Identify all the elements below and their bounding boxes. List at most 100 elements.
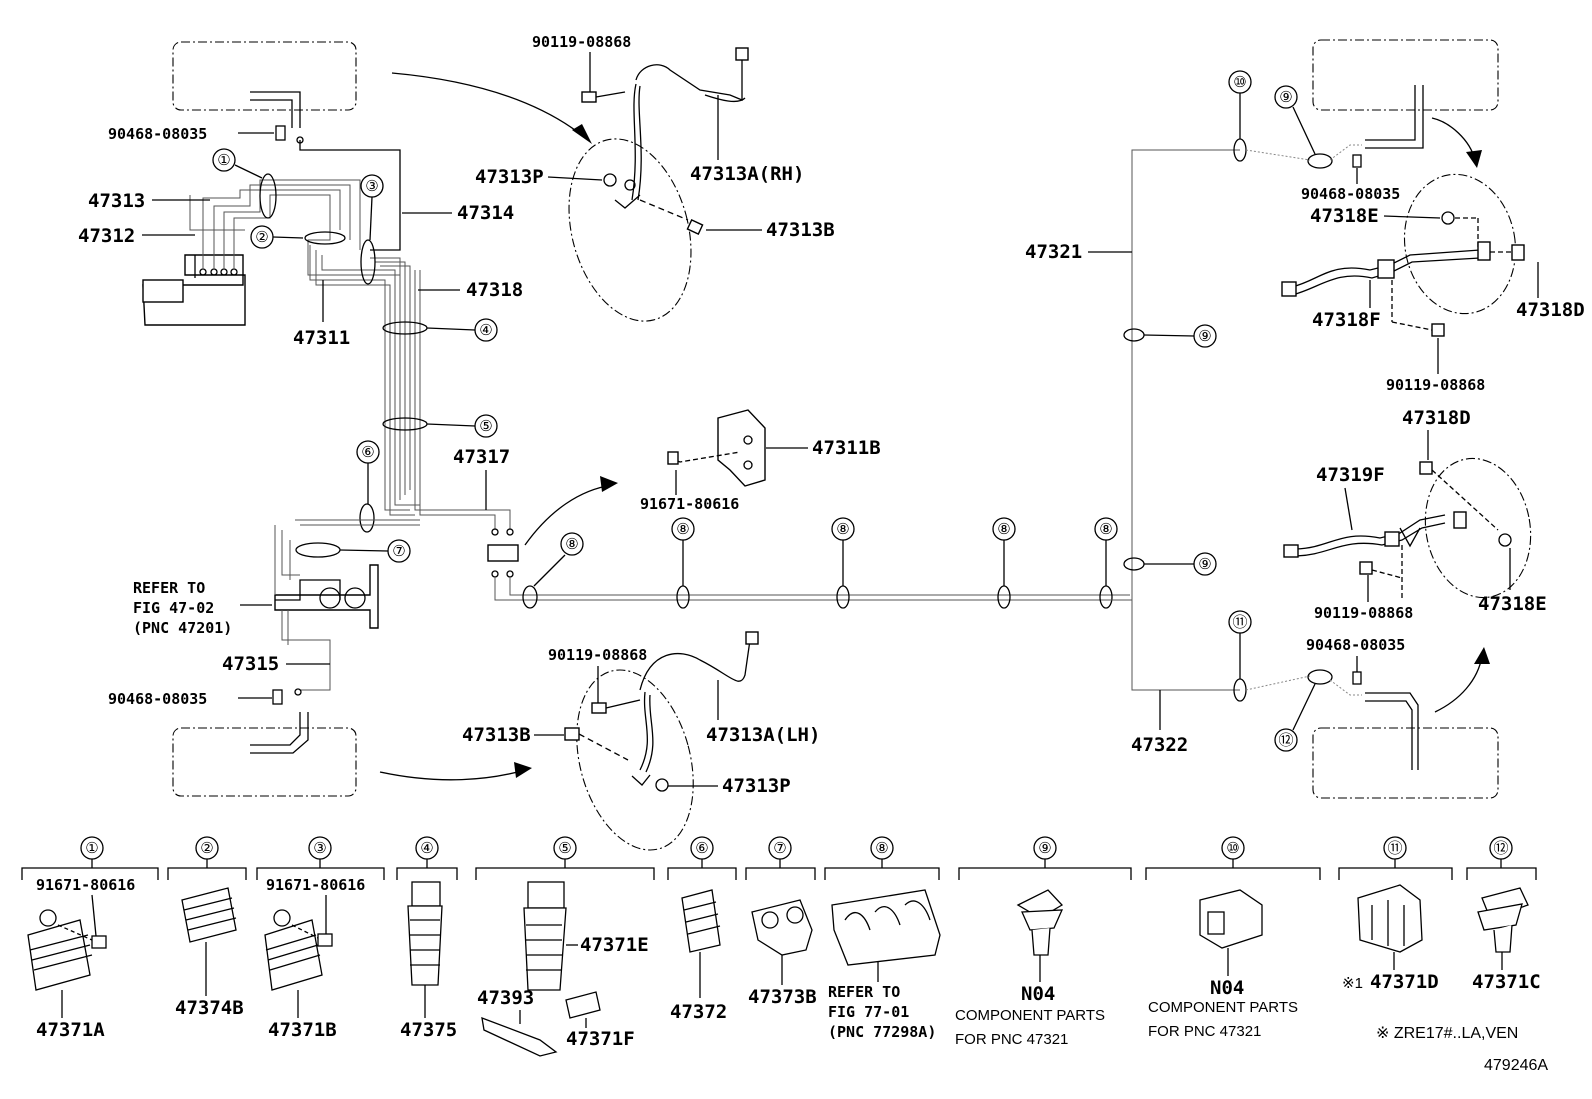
legend-1-part: 47371A bbox=[36, 1019, 105, 1041]
wheel-area-front-right bbox=[1312, 39, 1499, 149]
label-47313A-rh: 47313A(RH) bbox=[690, 163, 804, 185]
clamp-77298A-drawing bbox=[831, 889, 941, 966]
tube-bundle-upper bbox=[189, 140, 511, 530]
label-47313: 47313 bbox=[88, 190, 145, 212]
legend-8-ref-line3: (PNC 77298A) bbox=[828, 1023, 936, 1041]
label-47318D-mid: 47318D bbox=[1402, 407, 1471, 429]
label-47313B-top: 47313B bbox=[766, 219, 835, 241]
label-47319F: 47319F bbox=[1316, 464, 1385, 486]
label-47318F: 47318F bbox=[1312, 309, 1381, 331]
callout-4: ④ bbox=[479, 322, 492, 339]
flexible-hose-rh bbox=[568, 47, 749, 322]
clamp-47374B-drawing bbox=[181, 887, 237, 943]
legend-callout-3: ③ bbox=[313, 840, 326, 857]
clamp-7-mark bbox=[295, 542, 341, 558]
legend-3-part: 47371B bbox=[268, 1019, 337, 1041]
callout-5: ⑤ bbox=[479, 418, 492, 435]
clamp-3-mark bbox=[360, 239, 376, 285]
clip-N04-a-drawing bbox=[1016, 889, 1064, 956]
rear-hose-lower bbox=[1283, 457, 1532, 599]
label-90119-top: 90119-08868 bbox=[532, 33, 631, 51]
legend-10-desc-line2: FOR PNC 47321 bbox=[1148, 1023, 1261, 1040]
callout-1: ① bbox=[217, 152, 230, 169]
label-90119-r2: 90119-08868 bbox=[1314, 604, 1413, 622]
label-47311: 47311 bbox=[293, 327, 350, 349]
label-90119-r1: 90119-08868 bbox=[1386, 376, 1485, 394]
legend-2-part: 47374B bbox=[175, 997, 244, 1019]
legend-10-desc-line1: COMPONENT PARTS bbox=[1148, 999, 1298, 1016]
clamp-1-mark bbox=[259, 173, 277, 219]
legend-callout-7: ⑦ bbox=[773, 840, 786, 857]
legend-1-screw: 91671-80616 bbox=[36, 876, 135, 894]
label-47313P-top: 47313P bbox=[475, 166, 544, 188]
clip-90468-top bbox=[238, 125, 304, 144]
clamp-47371B-drawing bbox=[264, 895, 333, 991]
legend-9-desc-line1: COMPONENT PARTS bbox=[955, 1007, 1105, 1024]
callout-9a: ⑨ bbox=[1198, 328, 1211, 345]
callout-12: ⑫ bbox=[1278, 732, 1293, 749]
clamp-47371E-drawing bbox=[481, 881, 601, 1057]
label-90468-r1: 90468-08035 bbox=[1301, 185, 1400, 203]
label-91671-mid: 91671-80616 bbox=[640, 495, 739, 513]
callout-8b: ⑧ bbox=[676, 521, 689, 538]
label-47322: 47322 bbox=[1131, 734, 1188, 756]
legend-5-part-a: 47371E bbox=[580, 934, 649, 956]
callout-9c: ⑨ bbox=[1279, 89, 1292, 106]
label-47318E-bottom: 47318E bbox=[1478, 593, 1547, 615]
legend-6-part: 47372 bbox=[670, 1001, 727, 1023]
legend-callout-12: ⑫ bbox=[1493, 840, 1508, 857]
label-90468-bottom: 90468-08035 bbox=[108, 690, 207, 708]
label-47311B: 47311B bbox=[812, 437, 881, 459]
callout-8d: ⑧ bbox=[997, 521, 1010, 538]
legend-callout-11: ⑪ bbox=[1387, 840, 1402, 857]
callout-8a: ⑧ bbox=[565, 536, 578, 553]
master-cylinder bbox=[274, 519, 420, 691]
legend-callout-5: ⑤ bbox=[558, 840, 571, 857]
legend-3-screw: 91671-80616 bbox=[266, 876, 365, 894]
label-47315: 47315 bbox=[222, 653, 279, 675]
callout-8c: ⑧ bbox=[836, 521, 849, 538]
legend-12-part: 47371C bbox=[1472, 971, 1541, 993]
clip-N04-b-drawing bbox=[1199, 889, 1263, 949]
label-47313B-bottom: 47313B bbox=[462, 724, 531, 746]
clip-47371C-drawing bbox=[1477, 887, 1529, 953]
label-47318E-top: 47318E bbox=[1310, 205, 1379, 227]
clamp-47372-drawing bbox=[681, 889, 721, 953]
legend-callout-6: ⑥ bbox=[695, 840, 708, 857]
clamp-2-mark bbox=[304, 231, 346, 245]
callout-3: ③ bbox=[365, 178, 378, 195]
clamp-8-marks bbox=[522, 585, 1113, 609]
callout-11: ⑪ bbox=[1232, 614, 1247, 631]
legend-callout-2: ② bbox=[200, 840, 213, 857]
callout-7: ⑦ bbox=[392, 543, 405, 560]
label-47314: 47314 bbox=[457, 202, 514, 224]
clamp-6-mark bbox=[359, 503, 375, 533]
legend-5-part-b: 47393 bbox=[477, 987, 534, 1009]
legend-callout-1: ① bbox=[85, 840, 98, 857]
legend-10-part: N04 bbox=[1210, 977, 1244, 999]
legend-11-part: 47371D bbox=[1370, 971, 1439, 993]
label-47318D-right: 47318D bbox=[1516, 299, 1585, 321]
wheel-area-rear-right bbox=[1312, 692, 1499, 799]
clamp-47371A-drawing bbox=[27, 894, 107, 991]
legend-callout-9: ⑨ bbox=[1038, 840, 1051, 857]
wheel-area-front-left bbox=[172, 41, 357, 128]
legend-5-part-c: 47371F bbox=[566, 1028, 635, 1050]
legend-8-ref-line1: REFER TO bbox=[828, 983, 900, 1001]
clamp-47371D-drawing bbox=[1357, 884, 1423, 953]
legend-row bbox=[21, 836, 1537, 880]
legend-11-mark: ※1 bbox=[1342, 975, 1363, 992]
callout-8e: ⑧ bbox=[1099, 521, 1112, 538]
joint-47317 bbox=[487, 528, 1130, 601]
label-47313P-bottom: 47313P bbox=[722, 775, 791, 797]
rear-tubes bbox=[1105, 149, 1240, 691]
refer-to-fig-47-02-line3: (PNC 47201) bbox=[133, 619, 232, 637]
wheel-area-rear-left bbox=[172, 712, 357, 797]
legend-callout-10: ⑩ bbox=[1226, 840, 1239, 857]
label-47321: 47321 bbox=[1025, 241, 1082, 263]
callout-9b: ⑨ bbox=[1198, 556, 1211, 573]
flexible-hose-lh bbox=[564, 631, 759, 851]
callout-6: ⑥ bbox=[361, 444, 374, 461]
label-90119-bottom: 90119-08868 bbox=[548, 646, 647, 664]
